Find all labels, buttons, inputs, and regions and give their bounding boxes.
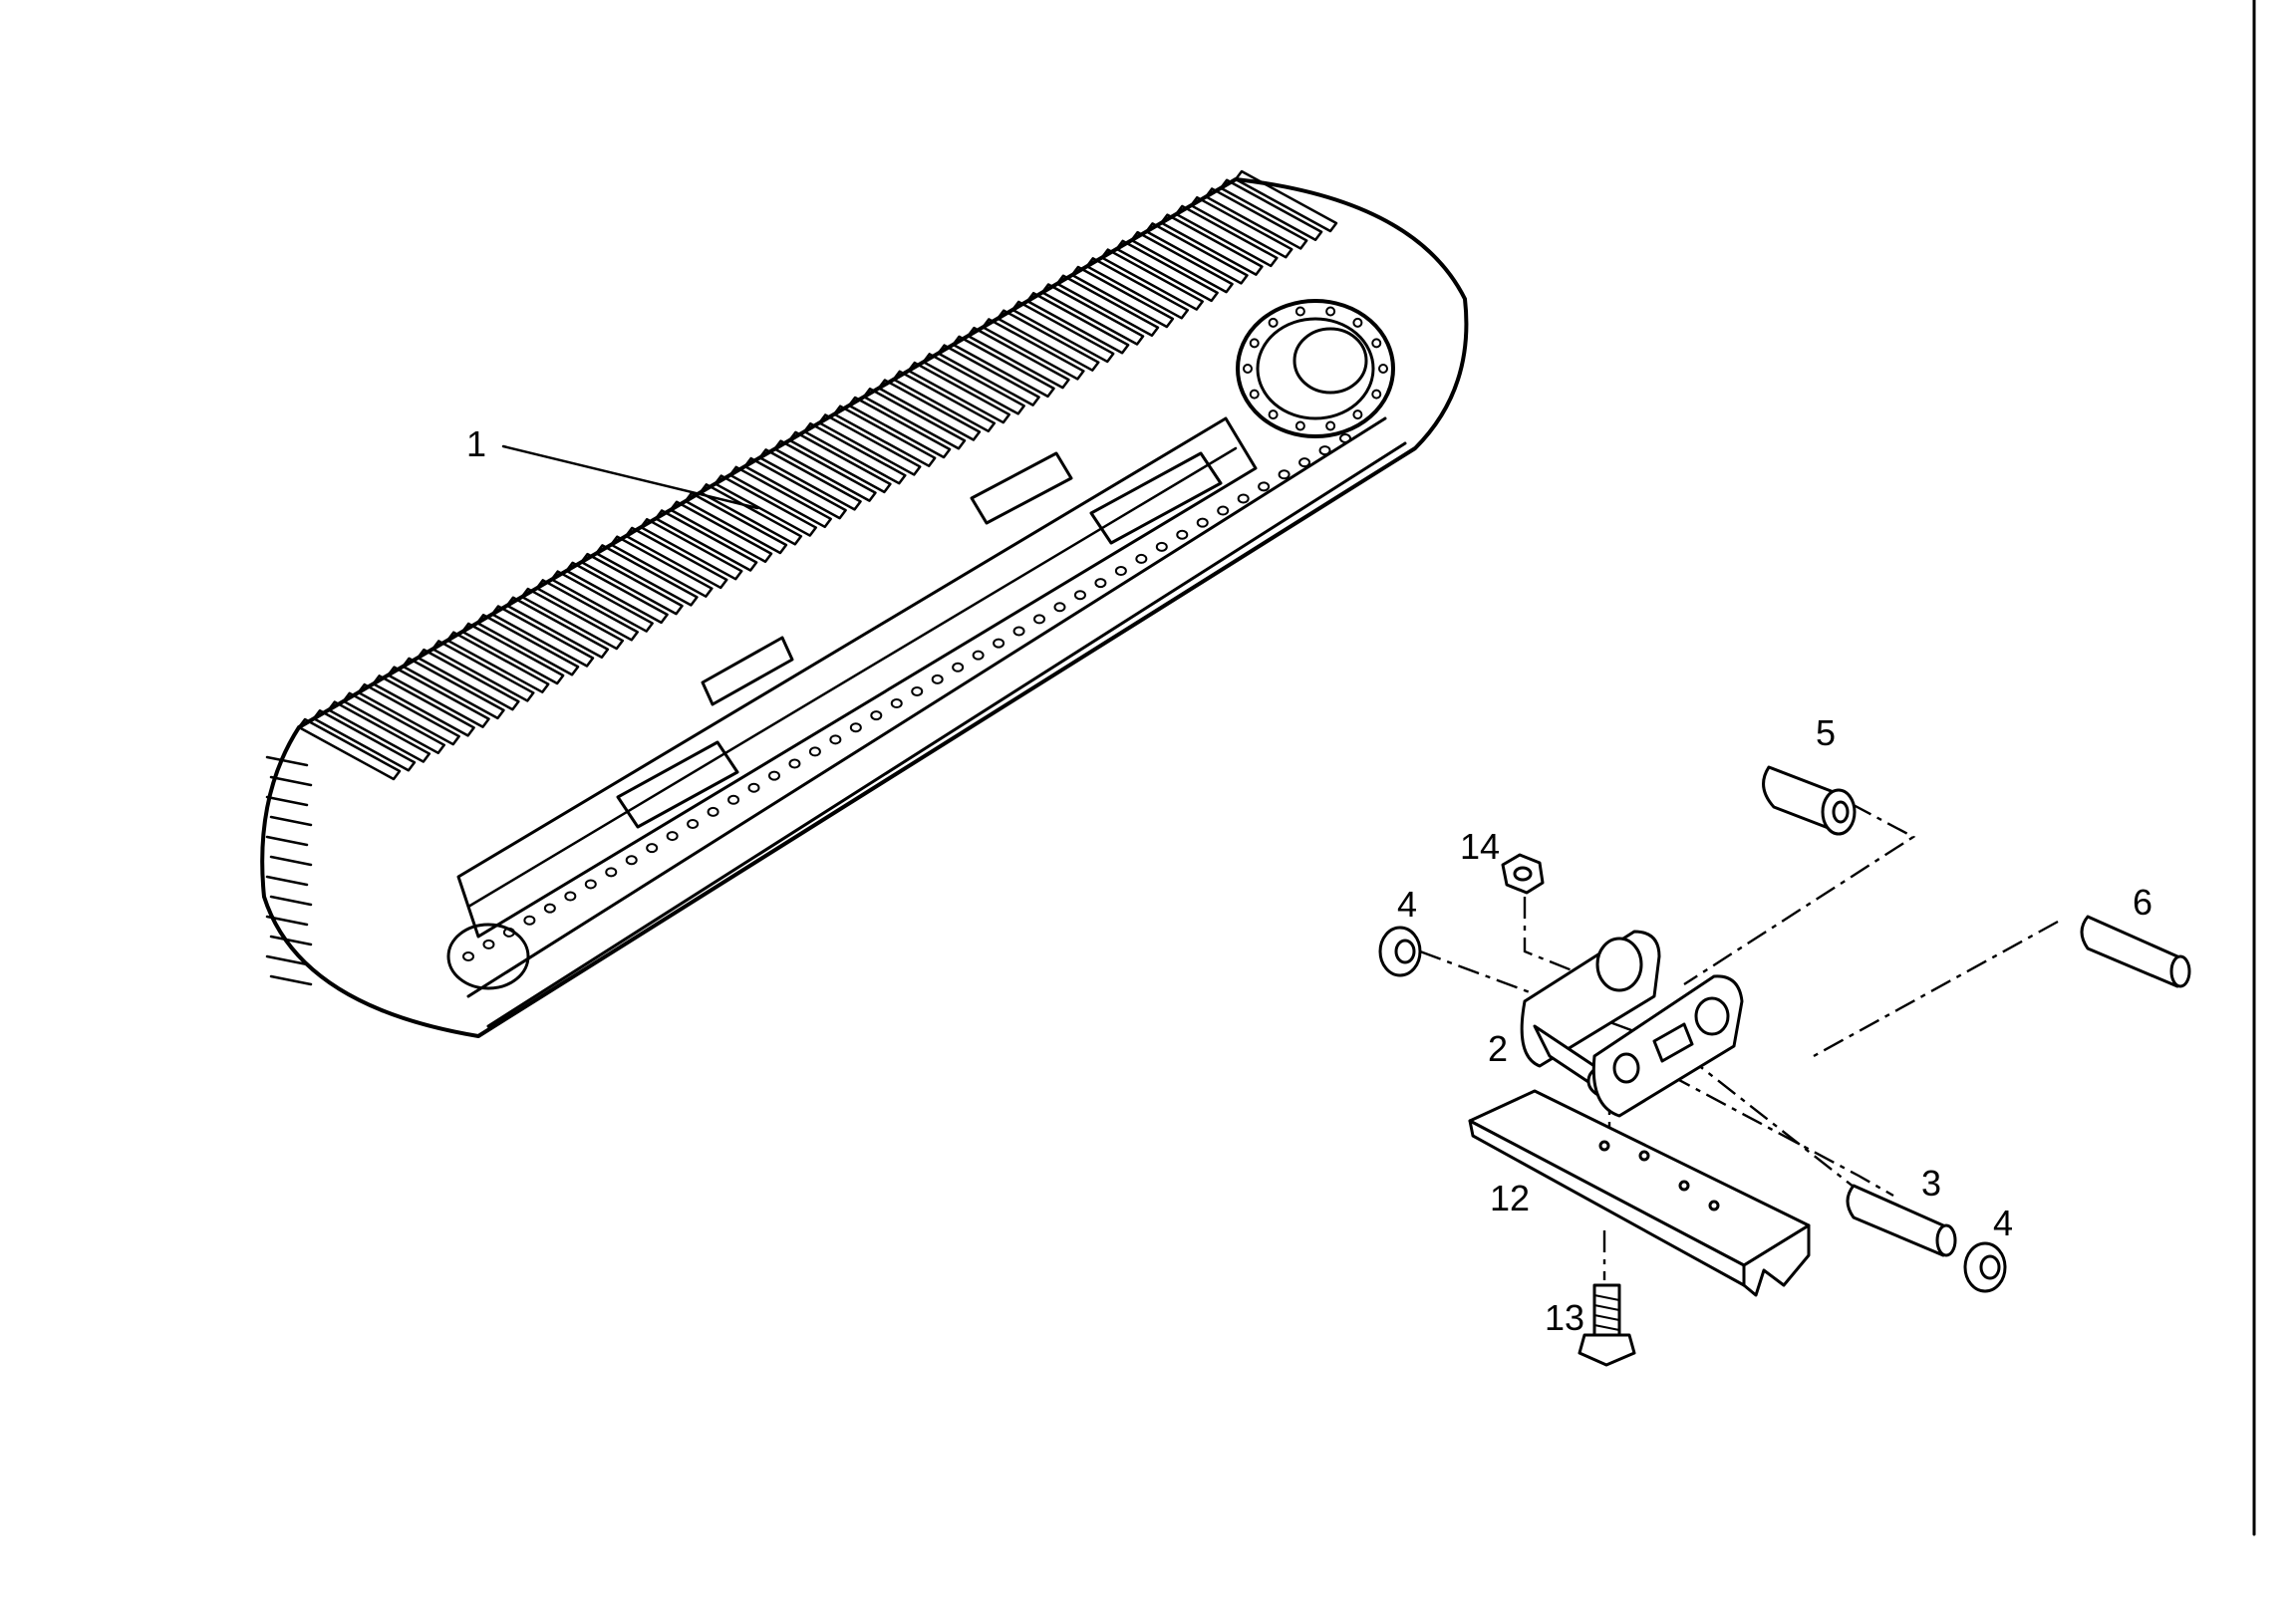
seal-washer-part-4-left <box>1378 926 1422 977</box>
callout-12: 12 <box>1490 1178 1530 1218</box>
seal-washer-part-4-right <box>1963 1241 2007 1293</box>
callout-2: 2 <box>1488 1028 1508 1069</box>
callout-labels: 1 2 3 4 4 5 6 12 13 14 <box>466 423 2152 1338</box>
callout-5: 5 <box>1816 712 1836 753</box>
callout-3: 3 <box>1921 1163 1941 1204</box>
bushing-part-5 <box>1762 765 1857 836</box>
pin-part-3 <box>1846 1184 1957 1257</box>
chain-link-row <box>462 433 1351 961</box>
callout-1: 1 <box>466 423 486 464</box>
final-drive-sprocket <box>1236 299 1395 438</box>
bolt-part-13 <box>1578 1283 1636 1367</box>
callout-4-left: 4 <box>1397 884 1417 925</box>
callout-14: 14 <box>1460 826 1500 867</box>
pin-part-6 <box>2080 915 2191 988</box>
leader-line-1 <box>501 444 759 510</box>
track-shoe-group <box>265 169 1338 986</box>
assembly-leader-lines <box>1419 802 2059 1280</box>
callout-13: 13 <box>1545 1297 1584 1338</box>
track-link-part-2 <box>1520 930 1744 1118</box>
track-assembly <box>260 169 1469 1038</box>
callout-4-right: 4 <box>1993 1203 2013 1243</box>
nut-part-14 <box>1501 853 1545 895</box>
track-shoe-part-12 <box>1468 1089 1811 1297</box>
callout-6: 6 <box>2133 882 2152 923</box>
